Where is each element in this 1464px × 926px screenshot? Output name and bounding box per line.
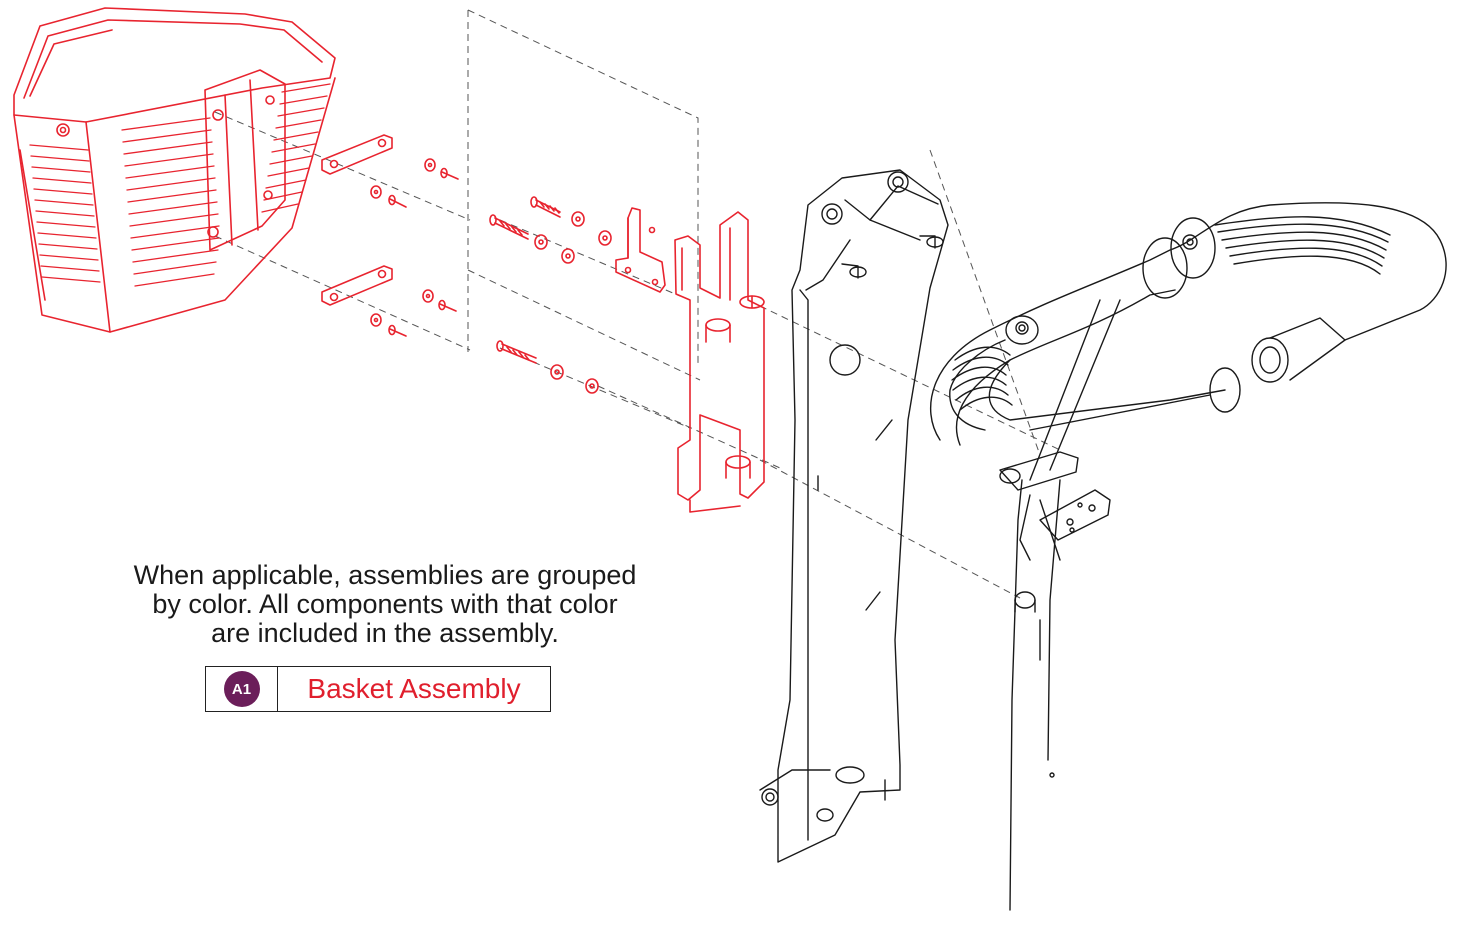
basket-bracket-upper [321, 134, 393, 175]
assembly-badge: A1 [223, 671, 260, 707]
basket-bracket-lower [321, 265, 393, 306]
note-line-1: When applicable, assemblies are grouped [133, 560, 637, 590]
note-line-2: by color. All components with that color [152, 589, 618, 619]
assembly-note: When applicable, assemblies are grouped … [60, 561, 710, 648]
basket-assembly-group [13, 7, 765, 513]
legend-label: Basket Assembly [307, 673, 521, 704]
assembly-legend: A1 Basket Assembly [205, 666, 551, 712]
steering-column [759, 169, 949, 863]
basket [13, 7, 336, 333]
t-bracket [615, 207, 666, 293]
legend-badge-cell: A1 [206, 667, 278, 711]
handlebar-assembly [929, 202, 1447, 911]
mount-hardware [489, 196, 612, 394]
basket-hardware [370, 158, 459, 337]
mounting-bracket [674, 211, 765, 513]
leader-lines [214, 9, 1061, 599]
note-line-3: are included in the assembly. [211, 618, 559, 648]
